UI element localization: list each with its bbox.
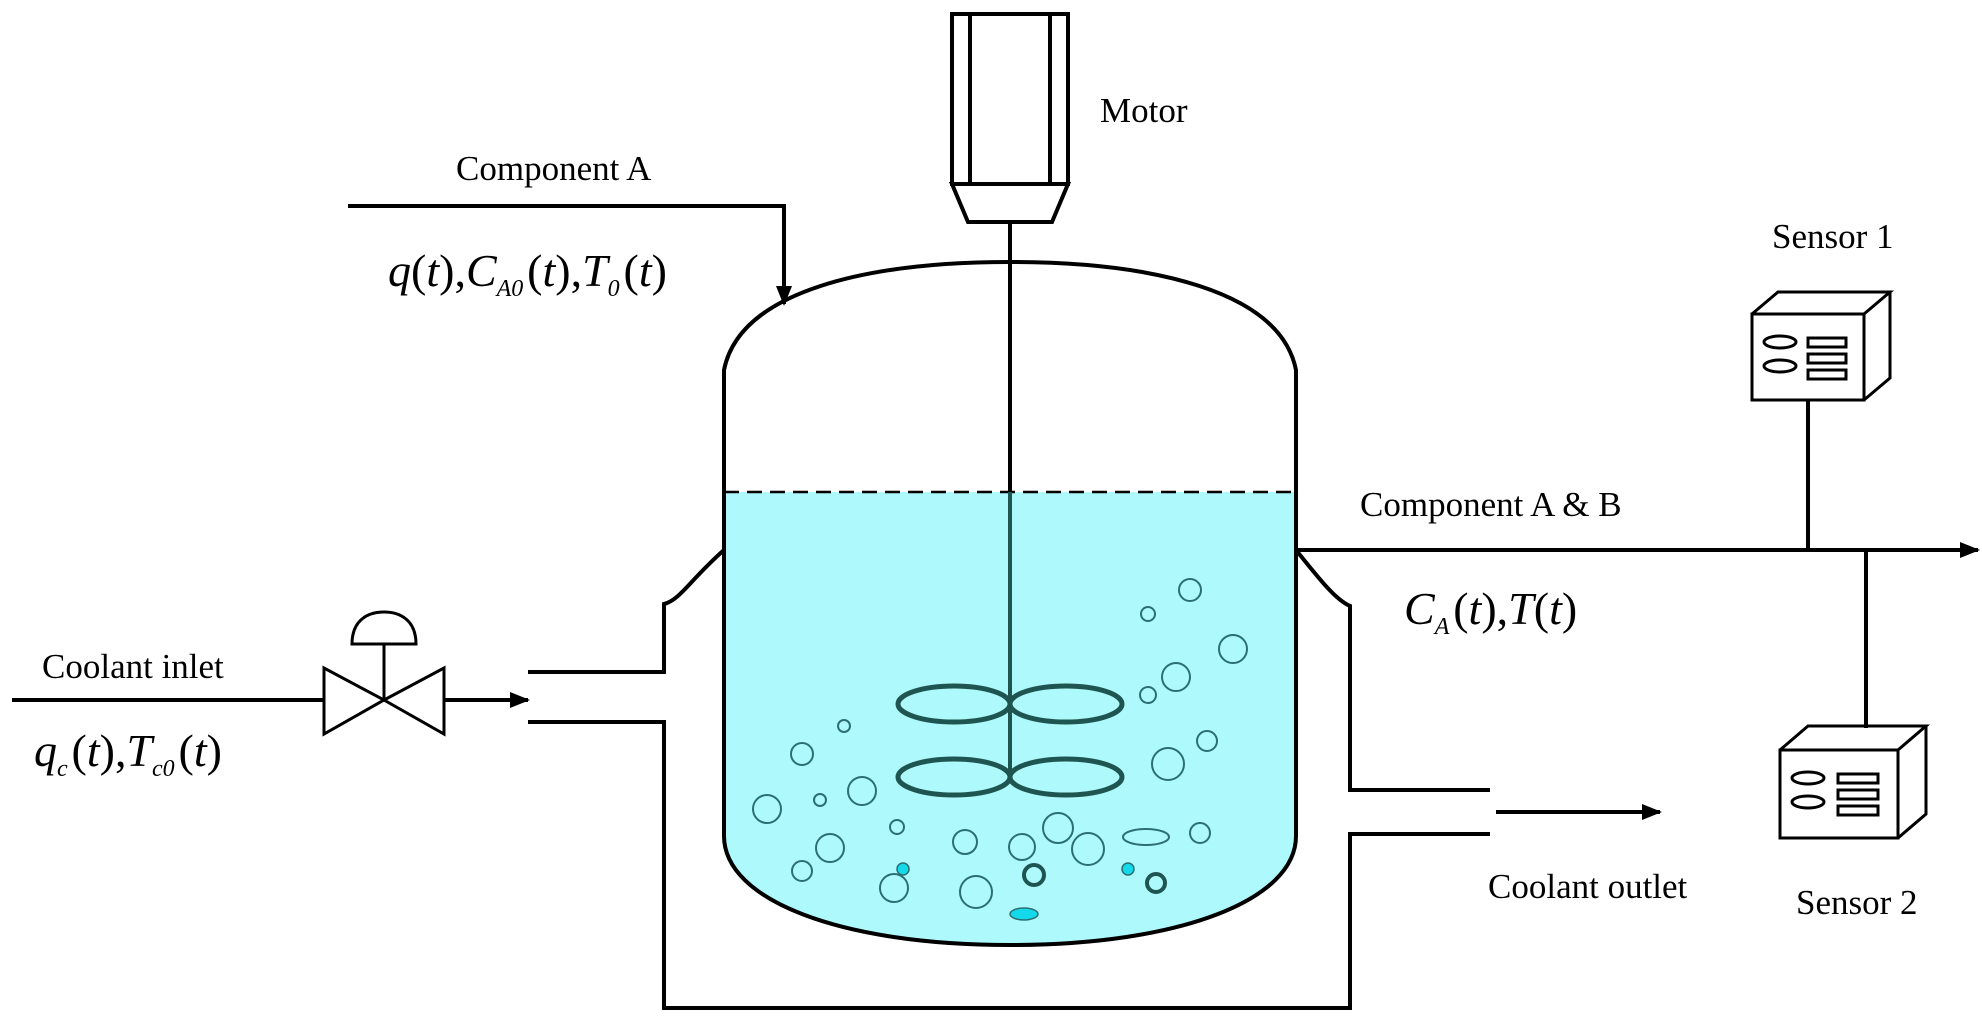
motor-label: Motor — [1100, 91, 1188, 130]
coolant-inlet-label: Coolant inlet — [42, 647, 224, 686]
sensor2-label: Sensor 2 — [1796, 883, 1918, 922]
impeller-blades — [895, 683, 1125, 798]
outlet-variables: CA (t),T(t) — [1404, 583, 1577, 640]
coolant-jacket — [528, 548, 1490, 1010]
component-ab-label: Component A & B — [1360, 485, 1622, 524]
coolant-outlet-label: Coolant outlet — [1488, 867, 1688, 906]
bubbles — [752, 578, 1248, 909]
feed-line-component-a — [348, 204, 792, 306]
inlet-variables: q(t),CA0 (t),T0 (t) — [388, 245, 667, 302]
bubbles-highlighted — [896, 862, 1167, 921]
motor-icon — [948, 12, 1072, 224]
sensor2-icon — [1778, 724, 1931, 840]
sensor1-label: Sensor 1 — [1772, 217, 1894, 256]
coolant-inlet-variables: qc (t),Tc0 (t) — [34, 725, 222, 782]
sensor1-icon — [1750, 290, 1895, 402]
control-valve-icon — [322, 610, 446, 737]
reactor-vessel — [722, 259, 1298, 948]
component-a-label: Component A — [456, 149, 652, 188]
